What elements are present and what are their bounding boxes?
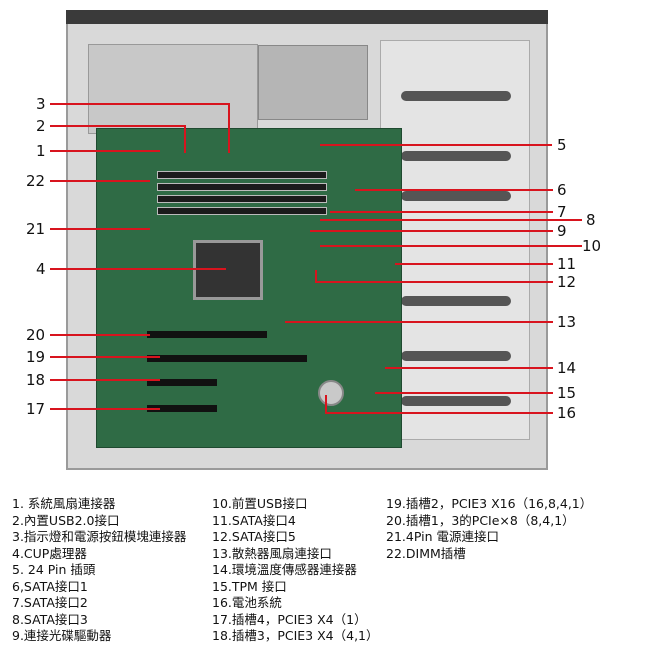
drive-bay-slot <box>401 296 511 306</box>
callout-16: 16 <box>557 404 577 422</box>
legend-item: 21.4Pin 電源連接口 <box>386 529 499 544</box>
callout-line <box>315 281 553 283</box>
drive-bay-slot <box>401 191 511 201</box>
drive-bay-slot <box>401 91 511 101</box>
pcie-slot <box>147 331 267 338</box>
callout-22: 22 <box>26 172 46 190</box>
legend-item: 3.指示燈和電源按鈕模塊連接器 <box>12 529 187 544</box>
legend-item: 20.插槽1，3的PCIe×8（8,4,1） <box>386 512 575 528</box>
legend-item: 18.插槽3，PCIE3 X4（4,1） <box>212 628 379 643</box>
callout-13: 13 <box>557 313 577 331</box>
callout-7: 7 <box>557 203 567 221</box>
callout-line <box>385 367 553 369</box>
legend-item: 2.內置USB2.0接口 <box>12 512 120 528</box>
legend-column-1: 1. 系統風扇連接器 2.內置USB2.0接口 3.指示燈和電源按鈕模塊連接器 … <box>12 496 186 645</box>
pcie-slot <box>147 379 217 386</box>
callout-9: 9 <box>557 222 567 240</box>
callout-line <box>395 263 553 265</box>
callout-line <box>285 321 553 323</box>
legend-item: 16.電池系統 <box>212 595 282 610</box>
dimm-slot <box>157 183 327 191</box>
callout-line <box>375 392 553 394</box>
callout-line <box>325 412 553 414</box>
callout-11: 11 <box>557 255 577 273</box>
callout-line <box>320 245 582 247</box>
legend-item: 13.散熱器風扇連接口 <box>212 545 332 561</box>
legend-item: 11.SATA接口4 <box>212 512 296 528</box>
callout-19: 19 <box>26 348 46 366</box>
legend-item: 9.連接光碟驅動器 <box>12 628 112 643</box>
drive-bay-slot <box>401 351 511 361</box>
callout-2: 2 <box>36 117 46 135</box>
callout-line <box>50 150 160 152</box>
callout-line <box>50 125 186 127</box>
legend-item: 17.插槽4，PCIE3 X4（1） <box>212 611 367 627</box>
drive-bay-slot <box>401 396 511 406</box>
callout-6: 6 <box>557 181 567 199</box>
legend-item: 22.DIMM插槽 <box>386 545 466 561</box>
callout-3: 3 <box>36 95 46 113</box>
drive-bay-slot <box>401 151 511 161</box>
callout-line <box>50 268 226 270</box>
callout-12: 12 <box>557 273 577 291</box>
legend-item: 5. 24 Pin 插頭 <box>12 562 96 577</box>
callout-line <box>320 144 552 146</box>
legend-item: 15.TPM 接口 <box>212 578 287 594</box>
cmos-battery <box>318 380 344 406</box>
legend-item: 7.SATA接口2 <box>12 595 88 610</box>
legend-item: 1. 系統風扇連接器 <box>12 496 116 511</box>
legend-column-3: 19.插槽2，PCIE3 X16（16,8,4,1） 20.插槽1，3的PCIe… <box>386 496 592 562</box>
callout-line <box>50 408 160 410</box>
callout-21: 21 <box>26 220 46 238</box>
callout-8: 8 <box>586 211 596 229</box>
cable-bundle <box>258 45 368 120</box>
callout-1: 1 <box>36 142 46 160</box>
callout-line <box>50 180 150 182</box>
pcie-slot <box>147 355 307 362</box>
callout-line <box>315 270 317 282</box>
callout-14: 14 <box>557 359 577 377</box>
legend-item: 10.前置USB接口 <box>212 496 308 511</box>
legend-item: 12.SATA接口5 <box>212 529 296 544</box>
power-supply <box>88 44 258 134</box>
legend-item: 6,SATA接口1 <box>12 578 88 594</box>
callout-line <box>330 211 553 213</box>
callout-5: 5 <box>557 136 567 154</box>
legend-item: 19.插槽2，PCIE3 X16（16,8,4,1） <box>386 496 593 511</box>
callout-line <box>325 395 327 413</box>
callout-18: 18 <box>26 371 46 389</box>
chassis-top-edge <box>66 10 548 24</box>
legend-item: 14.環境溫度傳感器連接器 <box>212 562 357 577</box>
dimm-slot <box>157 195 327 203</box>
callout-line <box>50 356 160 358</box>
dimm-slot <box>157 171 327 179</box>
callout-line <box>320 219 582 221</box>
callout-line <box>50 103 230 105</box>
legend-column-2: 10.前置USB接口 11.SATA接口4 12.SATA接口5 13.散熱器風… <box>212 496 379 645</box>
legend-item: 8.SATA接口3 <box>12 611 88 627</box>
callout-15: 15 <box>557 384 577 402</box>
callout-20: 20 <box>26 326 46 344</box>
callout-line <box>50 379 160 381</box>
callout-17: 17 <box>26 400 46 418</box>
legend-item: 4.CUP處理器 <box>12 545 87 561</box>
dimm-slot <box>157 207 327 215</box>
pcie-slot <box>147 405 217 412</box>
callout-line <box>184 125 186 153</box>
callout-4: 4 <box>36 260 46 278</box>
callout-line <box>355 189 553 191</box>
callout-line <box>50 228 150 230</box>
callout-line <box>228 103 230 153</box>
drive-bays <box>380 40 530 440</box>
callout-10: 10 <box>582 237 602 255</box>
cpu-socket <box>193 240 263 300</box>
callout-line <box>310 230 553 232</box>
callout-line <box>50 334 150 336</box>
